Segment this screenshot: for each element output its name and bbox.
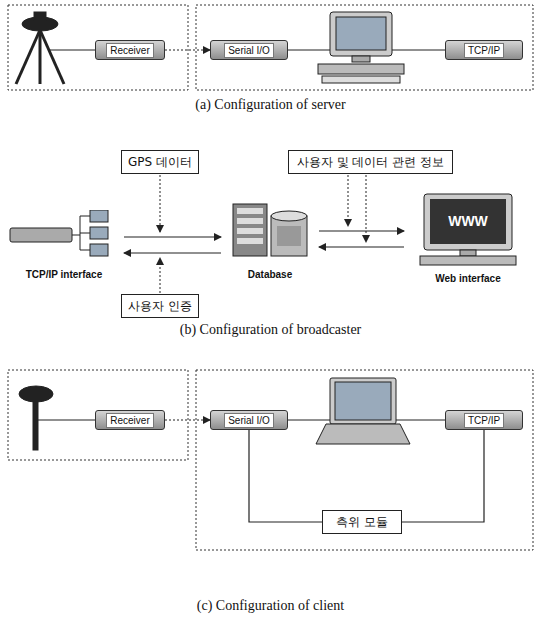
node-label: 측위 모듈 <box>336 514 388 531</box>
figure-caption: (a) Configuration of server <box>0 97 541 113</box>
node-label: TCP/IP <box>464 413 504 428</box>
connector-line <box>124 236 221 237</box>
figure-caption: (c) Configuration of client <box>0 598 541 614</box>
tcpip-device: TCP/IP <box>445 410 523 430</box>
connector-line <box>124 252 221 253</box>
receiver-device: Receiver <box>95 410 165 430</box>
web-interface: Web interface <box>404 192 532 284</box>
node-label: GPS 데이터 <box>128 154 192 171</box>
database-server-icon <box>225 198 315 260</box>
node-label: 사용자 및 데이터 관련 정보 <box>297 154 444 171</box>
figure-caption: (b) Configuration of broadcaster <box>0 322 541 338</box>
data-box: GPS 데이터 <box>121 150 199 174</box>
positioning-module-box: 측위 모듈 <box>322 510 402 534</box>
node-label: Web interface <box>404 273 532 284</box>
group-frame <box>196 370 533 550</box>
group-frame <box>8 370 188 460</box>
group-frame <box>196 5 533 90</box>
node-label: Serial I/O <box>224 413 274 428</box>
auth-box: 사용자 인증 <box>121 294 199 318</box>
dotted-arrow <box>165 49 210 50</box>
tcpip-interface: TCP/IP interface <box>4 210 124 280</box>
node-label: Database <box>221 269 319 280</box>
node-label: Receiver <box>106 413 153 428</box>
connector-line <box>319 230 404 231</box>
database: Database <box>221 198 319 280</box>
screen-text: WWW <box>438 213 498 229</box>
node-label: TCP/IP interface <box>4 269 124 280</box>
connector-line <box>249 430 322 522</box>
antenna-tripod <box>16 12 95 84</box>
connector-line <box>319 246 404 247</box>
laptop-computer <box>288 378 445 444</box>
group-frame <box>8 5 188 90</box>
leader-line <box>160 175 366 293</box>
node-label: Receiver <box>106 43 153 58</box>
desktop-computer <box>288 12 445 83</box>
node-label: TCP/IP <box>464 43 504 58</box>
node-label: Serial I/O <box>224 43 274 58</box>
gps-antenna <box>19 386 95 450</box>
node-label: 사용자 인증 <box>128 298 192 315</box>
network-hub-icon <box>8 210 120 262</box>
serial-io-device: Serial I/O <box>210 40 288 60</box>
serial-io-device: Serial I/O <box>210 410 288 430</box>
receiver-device: Receiver <box>95 40 165 60</box>
dotted-arrow <box>165 419 210 420</box>
web-computer-icon <box>408 192 528 266</box>
connector-line <box>402 430 484 522</box>
info-box: 사용자 및 데이터 관련 정보 <box>288 150 453 174</box>
tcpip-device: TCP/IP <box>445 40 523 60</box>
